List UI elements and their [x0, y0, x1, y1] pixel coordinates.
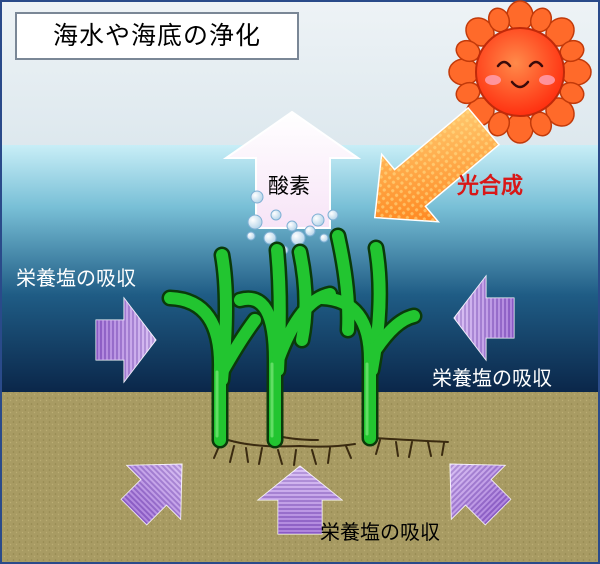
bubble-icon — [246, 190, 339, 255]
diagram-title: 海水や海底の浄化 — [15, 12, 299, 60]
oxygen-label: 酸素 — [268, 174, 310, 198]
nutrient-absorption-label-right: 栄養塩の吸収 — [432, 366, 552, 390]
photosynthesis-label: 光合成 — [457, 174, 524, 199]
photosynthesis-arrow — [373, 106, 501, 223]
nutrient-arrow-bottom — [256, 465, 344, 535]
nutrient-arrow-right — [453, 274, 515, 362]
nutrient-arrow-bottom-left — [120, 463, 183, 526]
nutrient-arrow-left — [95, 296, 157, 384]
nutrient-absorption-label-left: 栄養塩の吸収 — [16, 266, 136, 290]
smiling-sun-icon — [448, 0, 592, 144]
nutrient-arrow-bottom-right — [449, 463, 512, 526]
seagrass-icon — [161, 227, 423, 449]
nutrient-absorption-label-bottom: 栄養塩の吸収 — [320, 520, 440, 544]
